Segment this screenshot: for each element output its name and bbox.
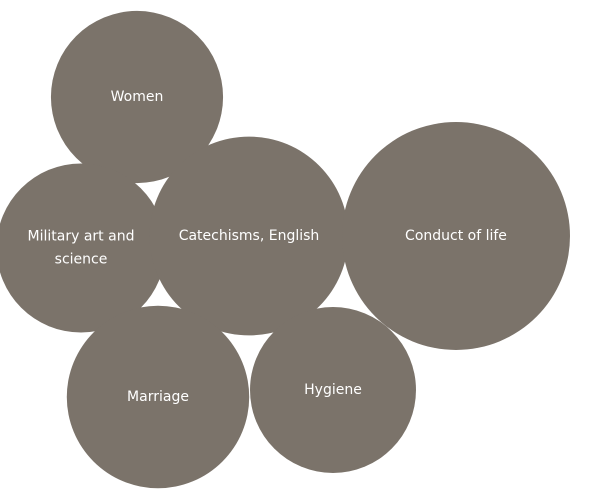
bubble-label: Military art and xyxy=(28,229,135,245)
bubble-circle xyxy=(66,305,250,489)
bubble: Hygiene xyxy=(250,307,416,473)
bubble-label: Conduct of life xyxy=(405,228,507,244)
bubble-circle xyxy=(149,136,349,336)
bubble: Marriage xyxy=(66,305,250,489)
bubble: Women xyxy=(50,10,224,184)
bubble-label: Marriage xyxy=(127,389,189,405)
bubble: Military art and science xyxy=(0,163,166,333)
bubble-label: science xyxy=(55,252,108,268)
bubble-label: Hygiene xyxy=(304,382,362,398)
bubble: Catechisms, English xyxy=(149,136,349,336)
bubble-circle xyxy=(250,307,416,473)
bubble: Conduct of life xyxy=(342,122,570,350)
bubble-circle xyxy=(50,10,224,184)
bubble-circle xyxy=(0,163,166,333)
bubble-label: Catechisms, English xyxy=(179,228,320,244)
bubble-label: Women xyxy=(111,89,164,105)
bubble-circle xyxy=(342,122,570,350)
